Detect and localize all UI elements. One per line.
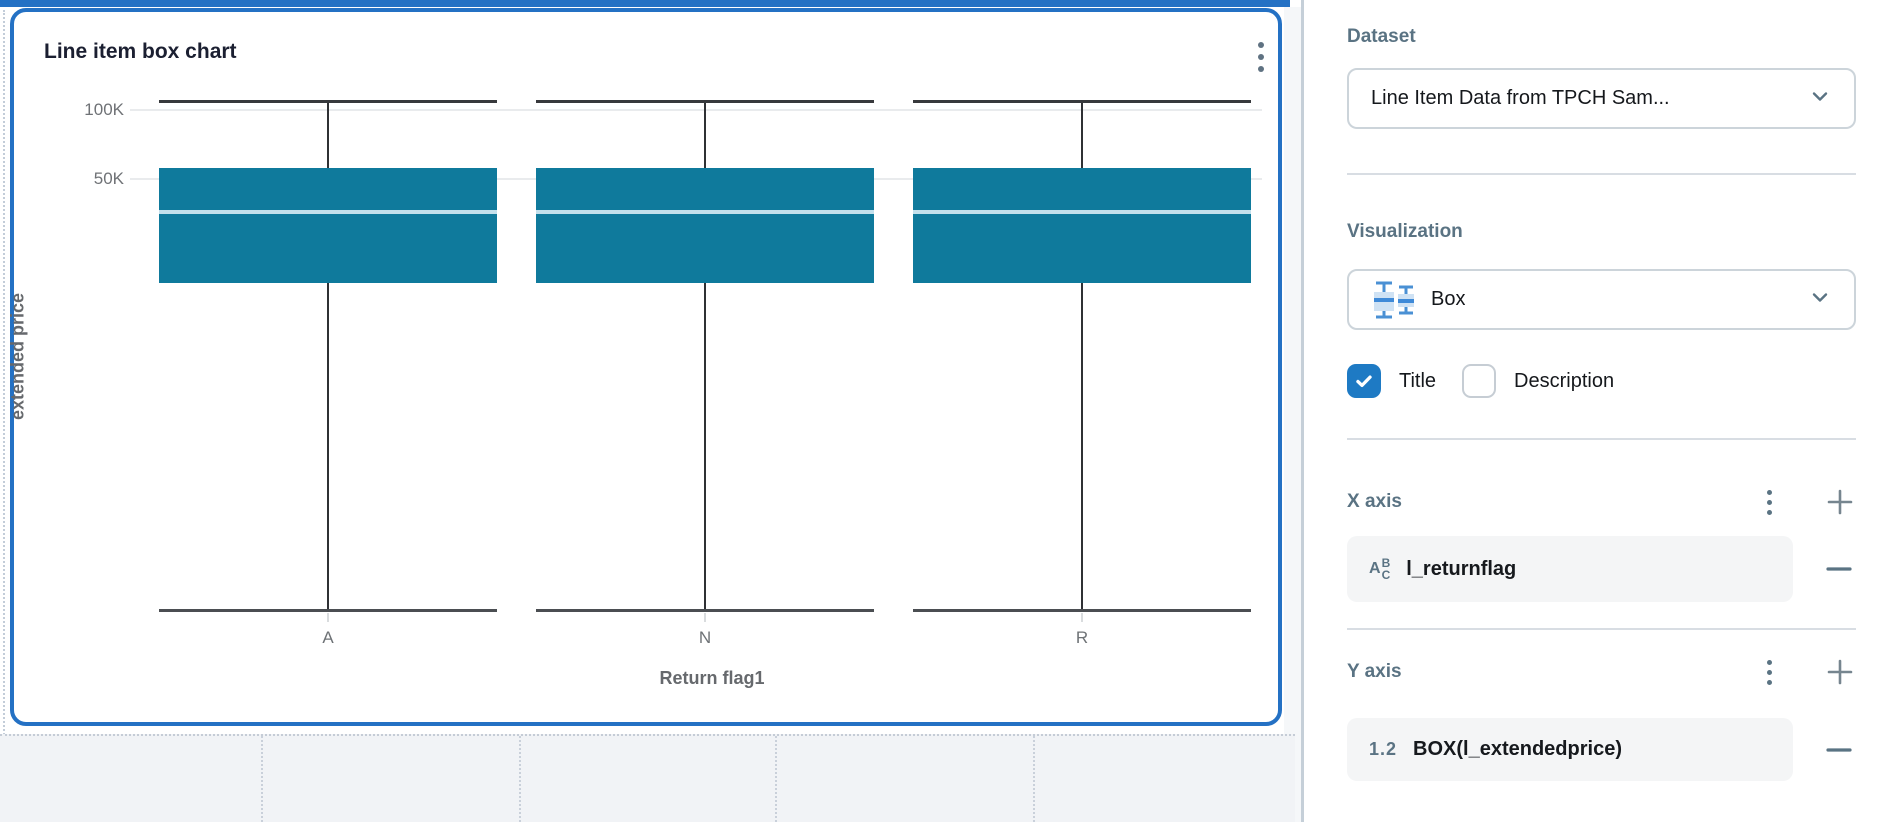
y-axis-heading: Y axis [1347,661,1402,682]
canvas-grid-line [261,736,263,822]
card-menu-icon[interactable] [1250,40,1272,74]
x-axis-heading: X axis [1347,491,1402,512]
title-checkbox-label: Title [1399,369,1437,392]
box-plot-icon [1371,280,1417,320]
chevron-down-icon [1808,84,1832,113]
x-axis-field-name: l_returnflag [1406,557,1517,580]
y-axis-title: extended price [7,292,28,421]
dataset-heading: Dataset [1347,26,1416,47]
y-axis-field-chip[interactable]: 1.2 BOX(l_extendedprice) [1347,718,1793,781]
x-axis-add-icon[interactable] [1824,486,1856,518]
selection-top-strip [0,0,1290,7]
settings-panel: Dataset Line Item Data from TPCH Sam... … [1304,0,1894,822]
chart-title: Line item box chart [44,40,237,63]
box-plot-R[interactable] [913,167,1251,284]
visualization-dropdown[interactable]: Box [1347,269,1856,330]
canvas-grid-line [1033,736,1035,822]
section-divider [1347,173,1856,175]
visualization-dropdown-value: Box [1431,288,1466,310]
canvas-grid-line [519,736,521,822]
x-axis-title: Return flag1 [659,668,765,688]
chevron-down-icon [1808,285,1832,314]
y-axis-remove-icon[interactable] [1824,735,1854,765]
text-type-icon: A B C [1369,556,1391,582]
dataset-dropdown-value: Line Item Data from TPCH Sam... [1371,87,1670,109]
canvas-gap [1284,7,1302,822]
dataset-dropdown[interactable]: Line Item Data from TPCH Sam... [1347,68,1856,129]
box-plot-A[interactable] [159,167,497,284]
y-axis-menu-icon[interactable] [1762,655,1776,689]
chart-card[interactable]: Line item box chart Return flag1 [10,8,1282,726]
description-checkbox-label: Description [1514,369,1615,392]
section-divider [1347,628,1856,630]
description-checkbox[interactable] [1462,364,1497,398]
title-checkbox[interactable] [1347,364,1381,398]
number-type-icon: 1.2 [1369,739,1398,759]
y-axis-add-icon[interactable] [1824,656,1856,688]
y-axis-field-name: BOX(l_extendedprice) [1413,738,1622,760]
x-axis-field-chip[interactable]: A B C l_returnflag [1347,536,1793,602]
x-axis-menu-icon[interactable] [1762,485,1776,519]
x-axis-remove-icon[interactable] [1824,554,1854,584]
panel-divider [1301,0,1304,822]
box-plot-N[interactable] [536,167,874,284]
canvas-grid-line [3,10,5,822]
section-divider [1347,438,1856,440]
visualization-heading: Visualization [1347,221,1463,242]
canvas-grid-line [775,736,777,822]
canvas-below-card [0,734,1295,822]
